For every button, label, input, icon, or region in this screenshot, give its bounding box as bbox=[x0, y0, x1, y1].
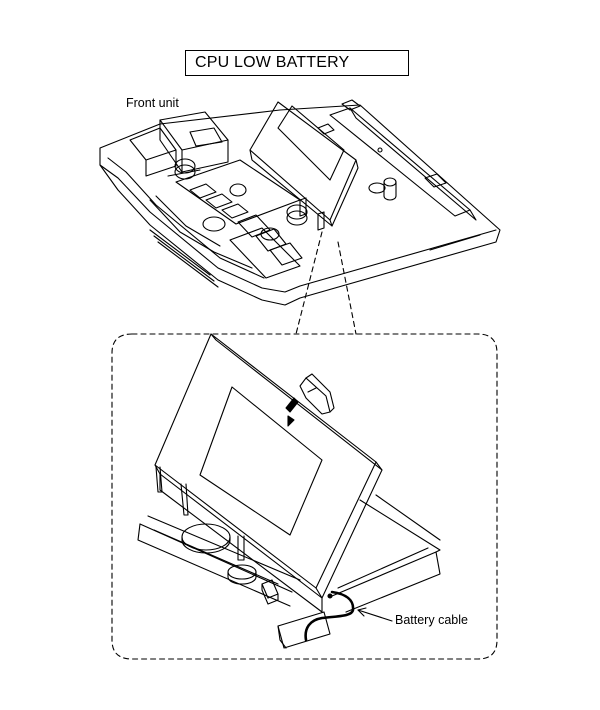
title-box: CPU LOW BATTERY bbox=[185, 50, 409, 76]
detail-frame bbox=[111, 333, 498, 660]
tray-clip bbox=[317, 123, 335, 135]
battery-cable-label: Battery cable bbox=[395, 613, 468, 627]
zoom-lines bbox=[295, 231, 357, 335]
detail-panel-clip bbox=[299, 377, 331, 415]
battery-cable-leader bbox=[357, 609, 393, 622]
cpu-panel-window bbox=[277, 105, 345, 181]
front-unit-label: Front unit bbox=[126, 96, 179, 110]
detail-cable-opening bbox=[277, 611, 331, 649]
open-marker-icon bbox=[285, 397, 299, 427]
board-components bbox=[149, 158, 308, 279]
detail-post bbox=[180, 483, 189, 516]
detail-base-plate bbox=[152, 512, 300, 640]
detail-post bbox=[237, 535, 245, 561]
diagram-title: CPU LOW BATTERY bbox=[195, 54, 350, 71]
detail-cpu-panel-window bbox=[199, 386, 323, 536]
detail-cpu-panel bbox=[154, 333, 377, 589]
tray-clip bbox=[424, 173, 447, 188]
tray-clip bbox=[341, 99, 361, 111]
base-tray bbox=[99, 104, 501, 306]
battery-cable bbox=[304, 590, 355, 642]
detail-post bbox=[155, 466, 163, 493]
unit-overview bbox=[99, 99, 501, 306]
tray-knob bbox=[383, 177, 397, 187]
detail-view bbox=[137, 333, 441, 649]
detail-tray bbox=[331, 551, 441, 613]
